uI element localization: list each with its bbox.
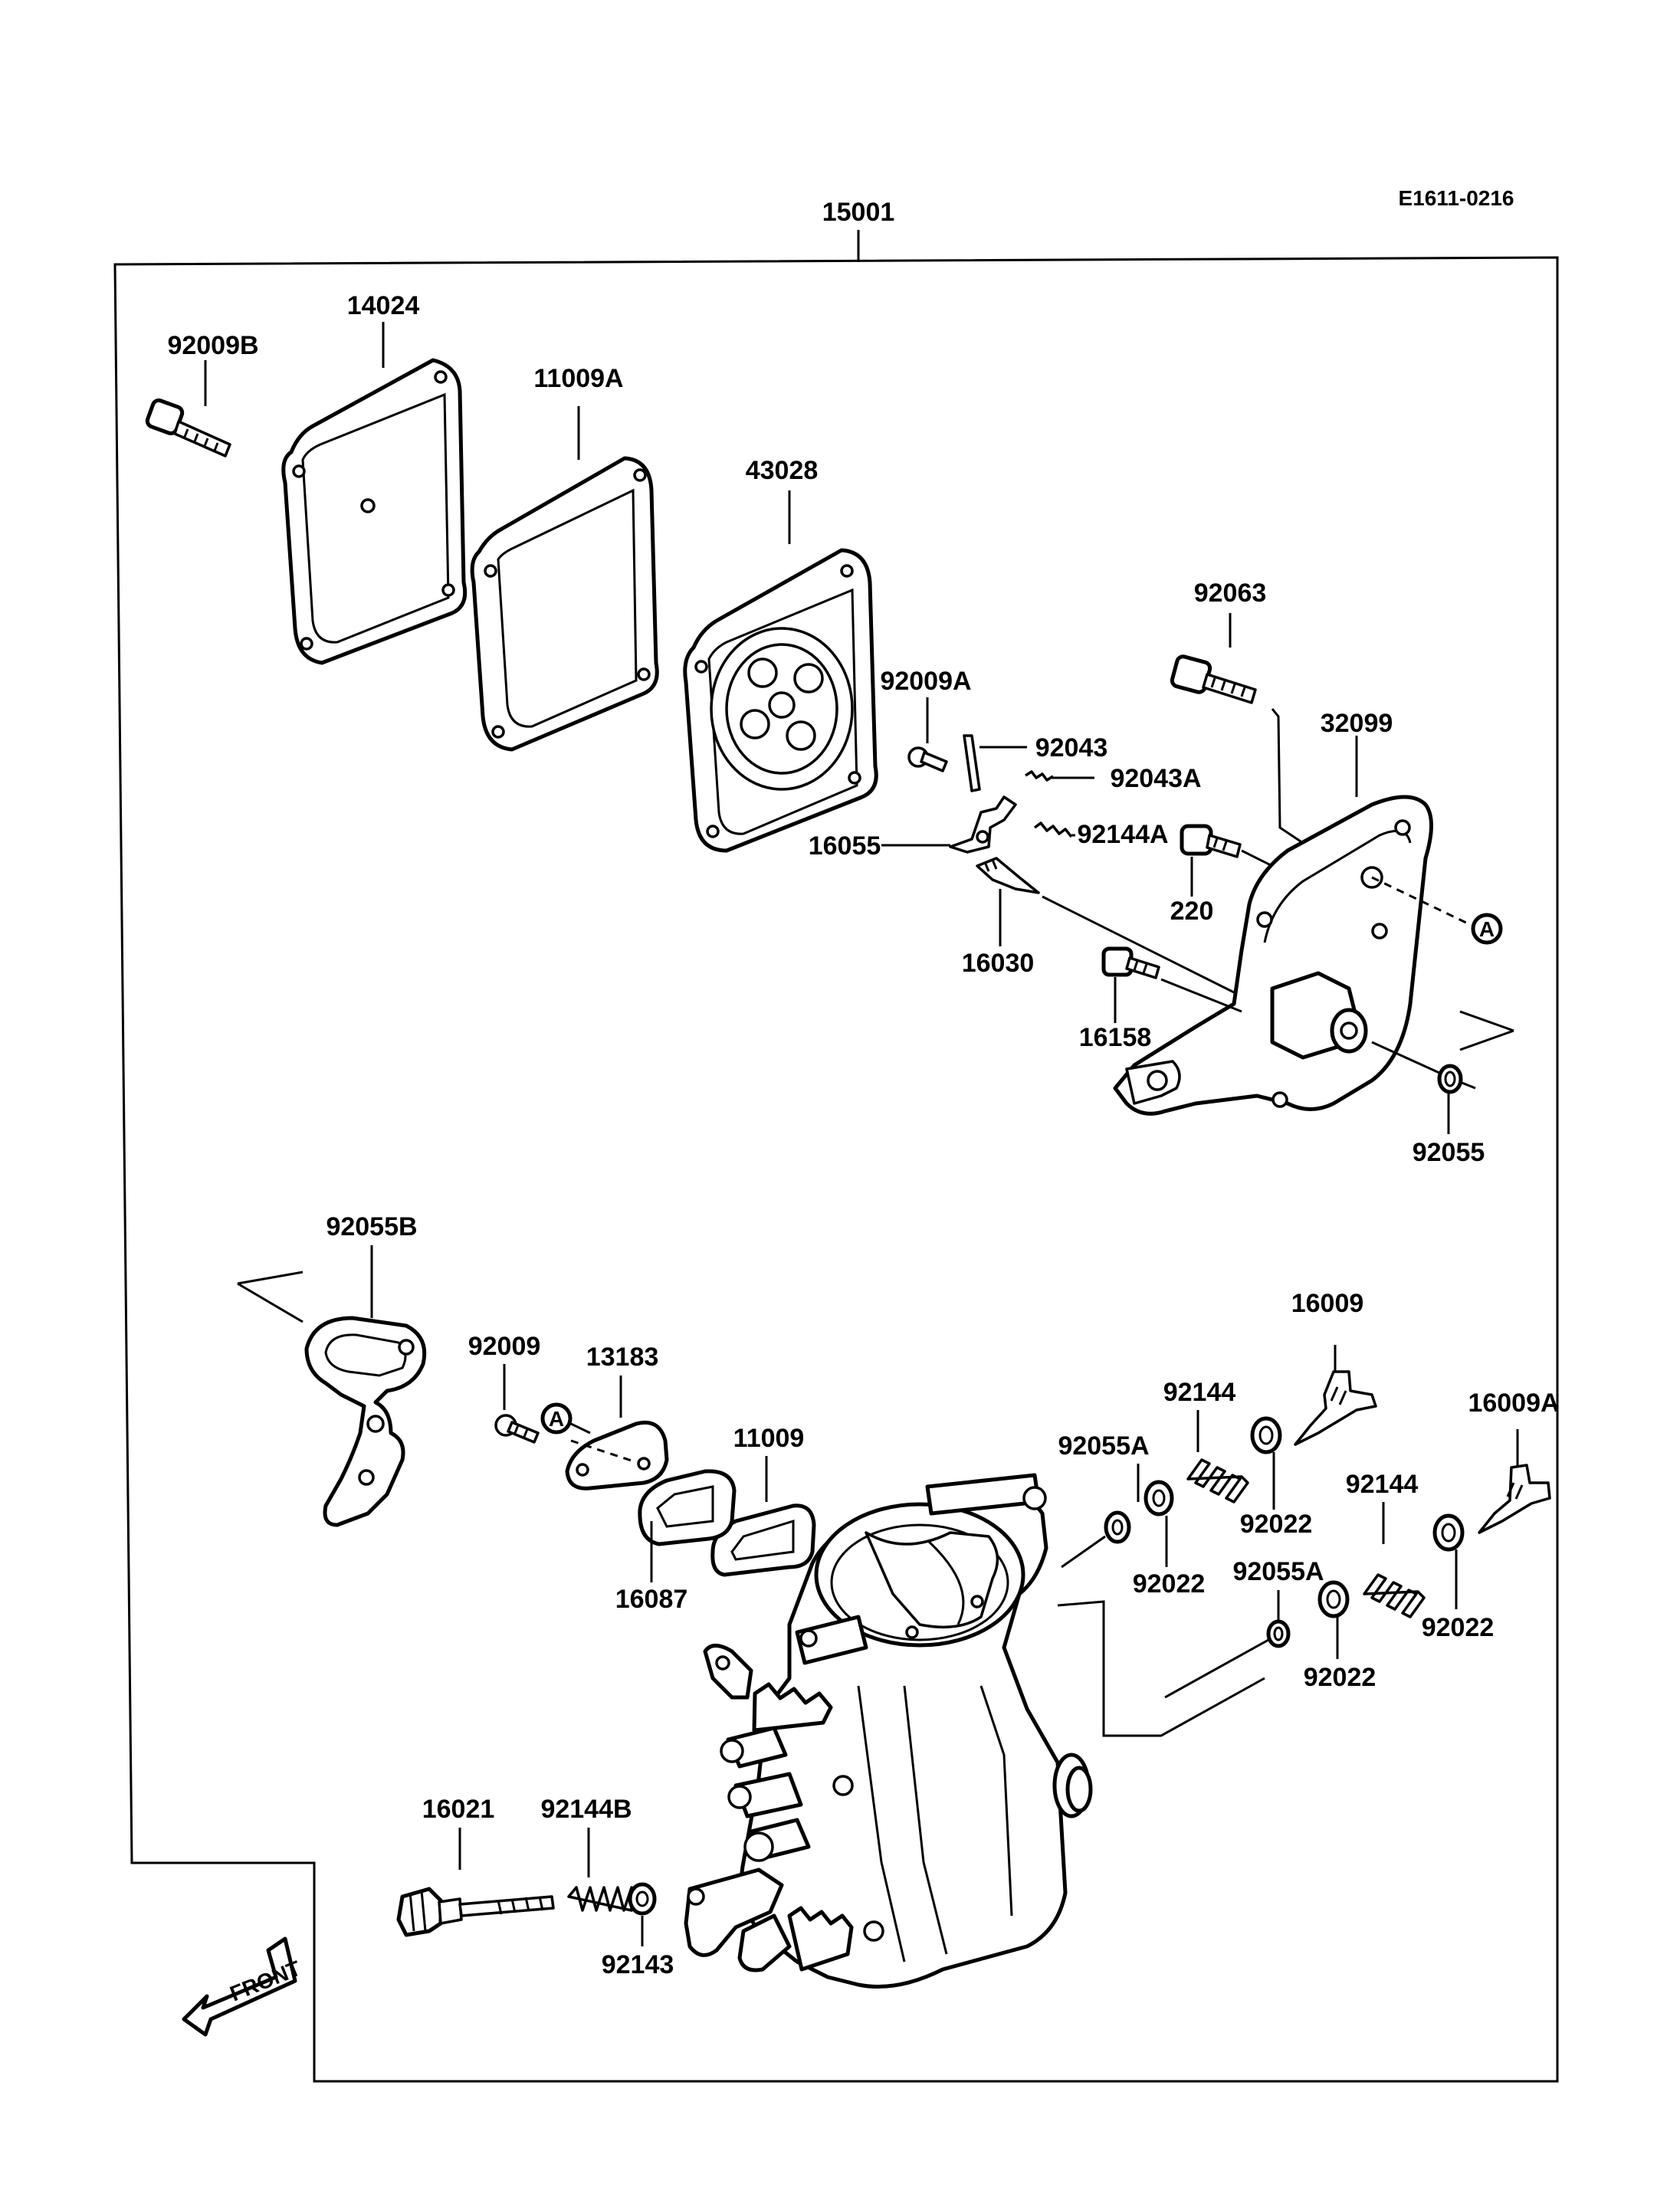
label-92009b: 92009B	[167, 331, 258, 360]
label-92144-1: 92144	[1163, 1378, 1236, 1407]
marker-a-bottom: A	[540, 1402, 591, 1435]
spring-92144b	[567, 1828, 633, 1912]
label-13183: 13183	[586, 1343, 659, 1372]
washer-92022-1	[1144, 1480, 1174, 1567]
screw-92009	[494, 1364, 540, 1444]
spring-92043a	[1025, 770, 1094, 782]
o-ring-92055a-2	[1164, 1590, 1291, 1699]
label-16009: 16009	[1291, 1289, 1364, 1318]
front-label: FRONT	[227, 1956, 304, 2006]
label-92143: 92143	[602, 1950, 674, 1979]
spring-92144a	[1033, 821, 1075, 838]
label-92144b: 92144B	[540, 1795, 632, 1824]
label-15001: 15001	[822, 198, 895, 227]
gasket-11009a	[470, 406, 659, 752]
pump-body-32099	[1113, 736, 1514, 1116]
needle-16009a	[1478, 1429, 1551, 1534]
label-32099: 32099	[1321, 709, 1393, 738]
diaphragm-43028	[683, 490, 878, 853]
label-92063: 92063	[1194, 579, 1267, 608]
gasket-92055b	[237, 1245, 427, 1527]
bolt-92009b	[145, 360, 231, 457]
label-92043a: 92043A	[1110, 764, 1201, 793]
label-92022-2: 92022	[1240, 1510, 1313, 1539]
label-92055b: 92055B	[326, 1212, 417, 1241]
bolt-220	[1180, 824, 1273, 897]
washer-92022-2	[1250, 1416, 1282, 1510]
label-16021: 16021	[422, 1795, 495, 1824]
o-ring-92055a-1	[1061, 1464, 1140, 1569]
label-16009a: 16009A	[1468, 1389, 1559, 1418]
label-92022-4: 92022	[1422, 1613, 1495, 1642]
spring-92144-1	[1186, 1410, 1249, 1503]
cover-plate-13183	[565, 1376, 669, 1490]
label-16055: 16055	[809, 831, 881, 861]
label-16158: 16158	[1079, 1023, 1152, 1052]
label-220: 220	[1170, 897, 1214, 926]
marker-a-top: A	[1471, 913, 1503, 945]
lever-16055	[881, 795, 1017, 854]
svg-text:A: A	[549, 1407, 564, 1431]
label-92055a-2: 92055A	[1232, 1557, 1324, 1586]
label-92022-1: 92022	[1133, 1569, 1206, 1599]
label-92022-3: 92022	[1304, 1663, 1376, 1692]
label-43028: 43028	[746, 456, 819, 485]
label-11009: 11009	[733, 1424, 805, 1453]
washer-92022-4	[1432, 1513, 1465, 1609]
bolt-92063	[1170, 613, 1304, 844]
label-92144-2: 92144	[1346, 1470, 1419, 1499]
label-92043: 92043	[1035, 733, 1108, 762]
washer-92022-3	[1317, 1580, 1350, 1659]
label-14024: 14024	[347, 291, 420, 320]
o-ring-92055	[1371, 1041, 1476, 1134]
assembly-frame	[113, 256, 1559, 2083]
needle-16009	[1294, 1345, 1377, 1446]
label-92055: 92055	[1413, 1138, 1485, 1167]
pin-92043	[963, 734, 1027, 792]
carburetor-body	[684, 1473, 1265, 1989]
front-arrow-icon: FRONT	[182, 1936, 304, 2037]
screw-16021	[396, 1828, 555, 1937]
label-16030: 16030	[962, 949, 1035, 978]
bolt-16158	[1101, 946, 1242, 1023]
label-92055a-1: 92055A	[1058, 1431, 1149, 1461]
gasket-16087	[638, 1469, 737, 1582]
screw-92009a	[907, 697, 948, 772]
label-92009: 92009	[468, 1332, 541, 1361]
label-11009a: 11009A	[533, 364, 623, 393]
diagram-code: E1611-0216	[1398, 186, 1514, 210]
washer-92143	[628, 1882, 657, 1946]
label-16087: 16087	[615, 1585, 688, 1614]
label-92009a: 92009A	[880, 667, 971, 696]
spring-92144-2	[1363, 1502, 1426, 1618]
svg-text:A: A	[1479, 917, 1495, 941]
label-92144a: 92144A	[1077, 820, 1168, 849]
needle-16030	[976, 857, 1242, 998]
cover-14024	[281, 322, 468, 665]
part-labels: E1611-0216 15001 92009B 14024 11009A 430…	[167, 186, 1559, 1979]
